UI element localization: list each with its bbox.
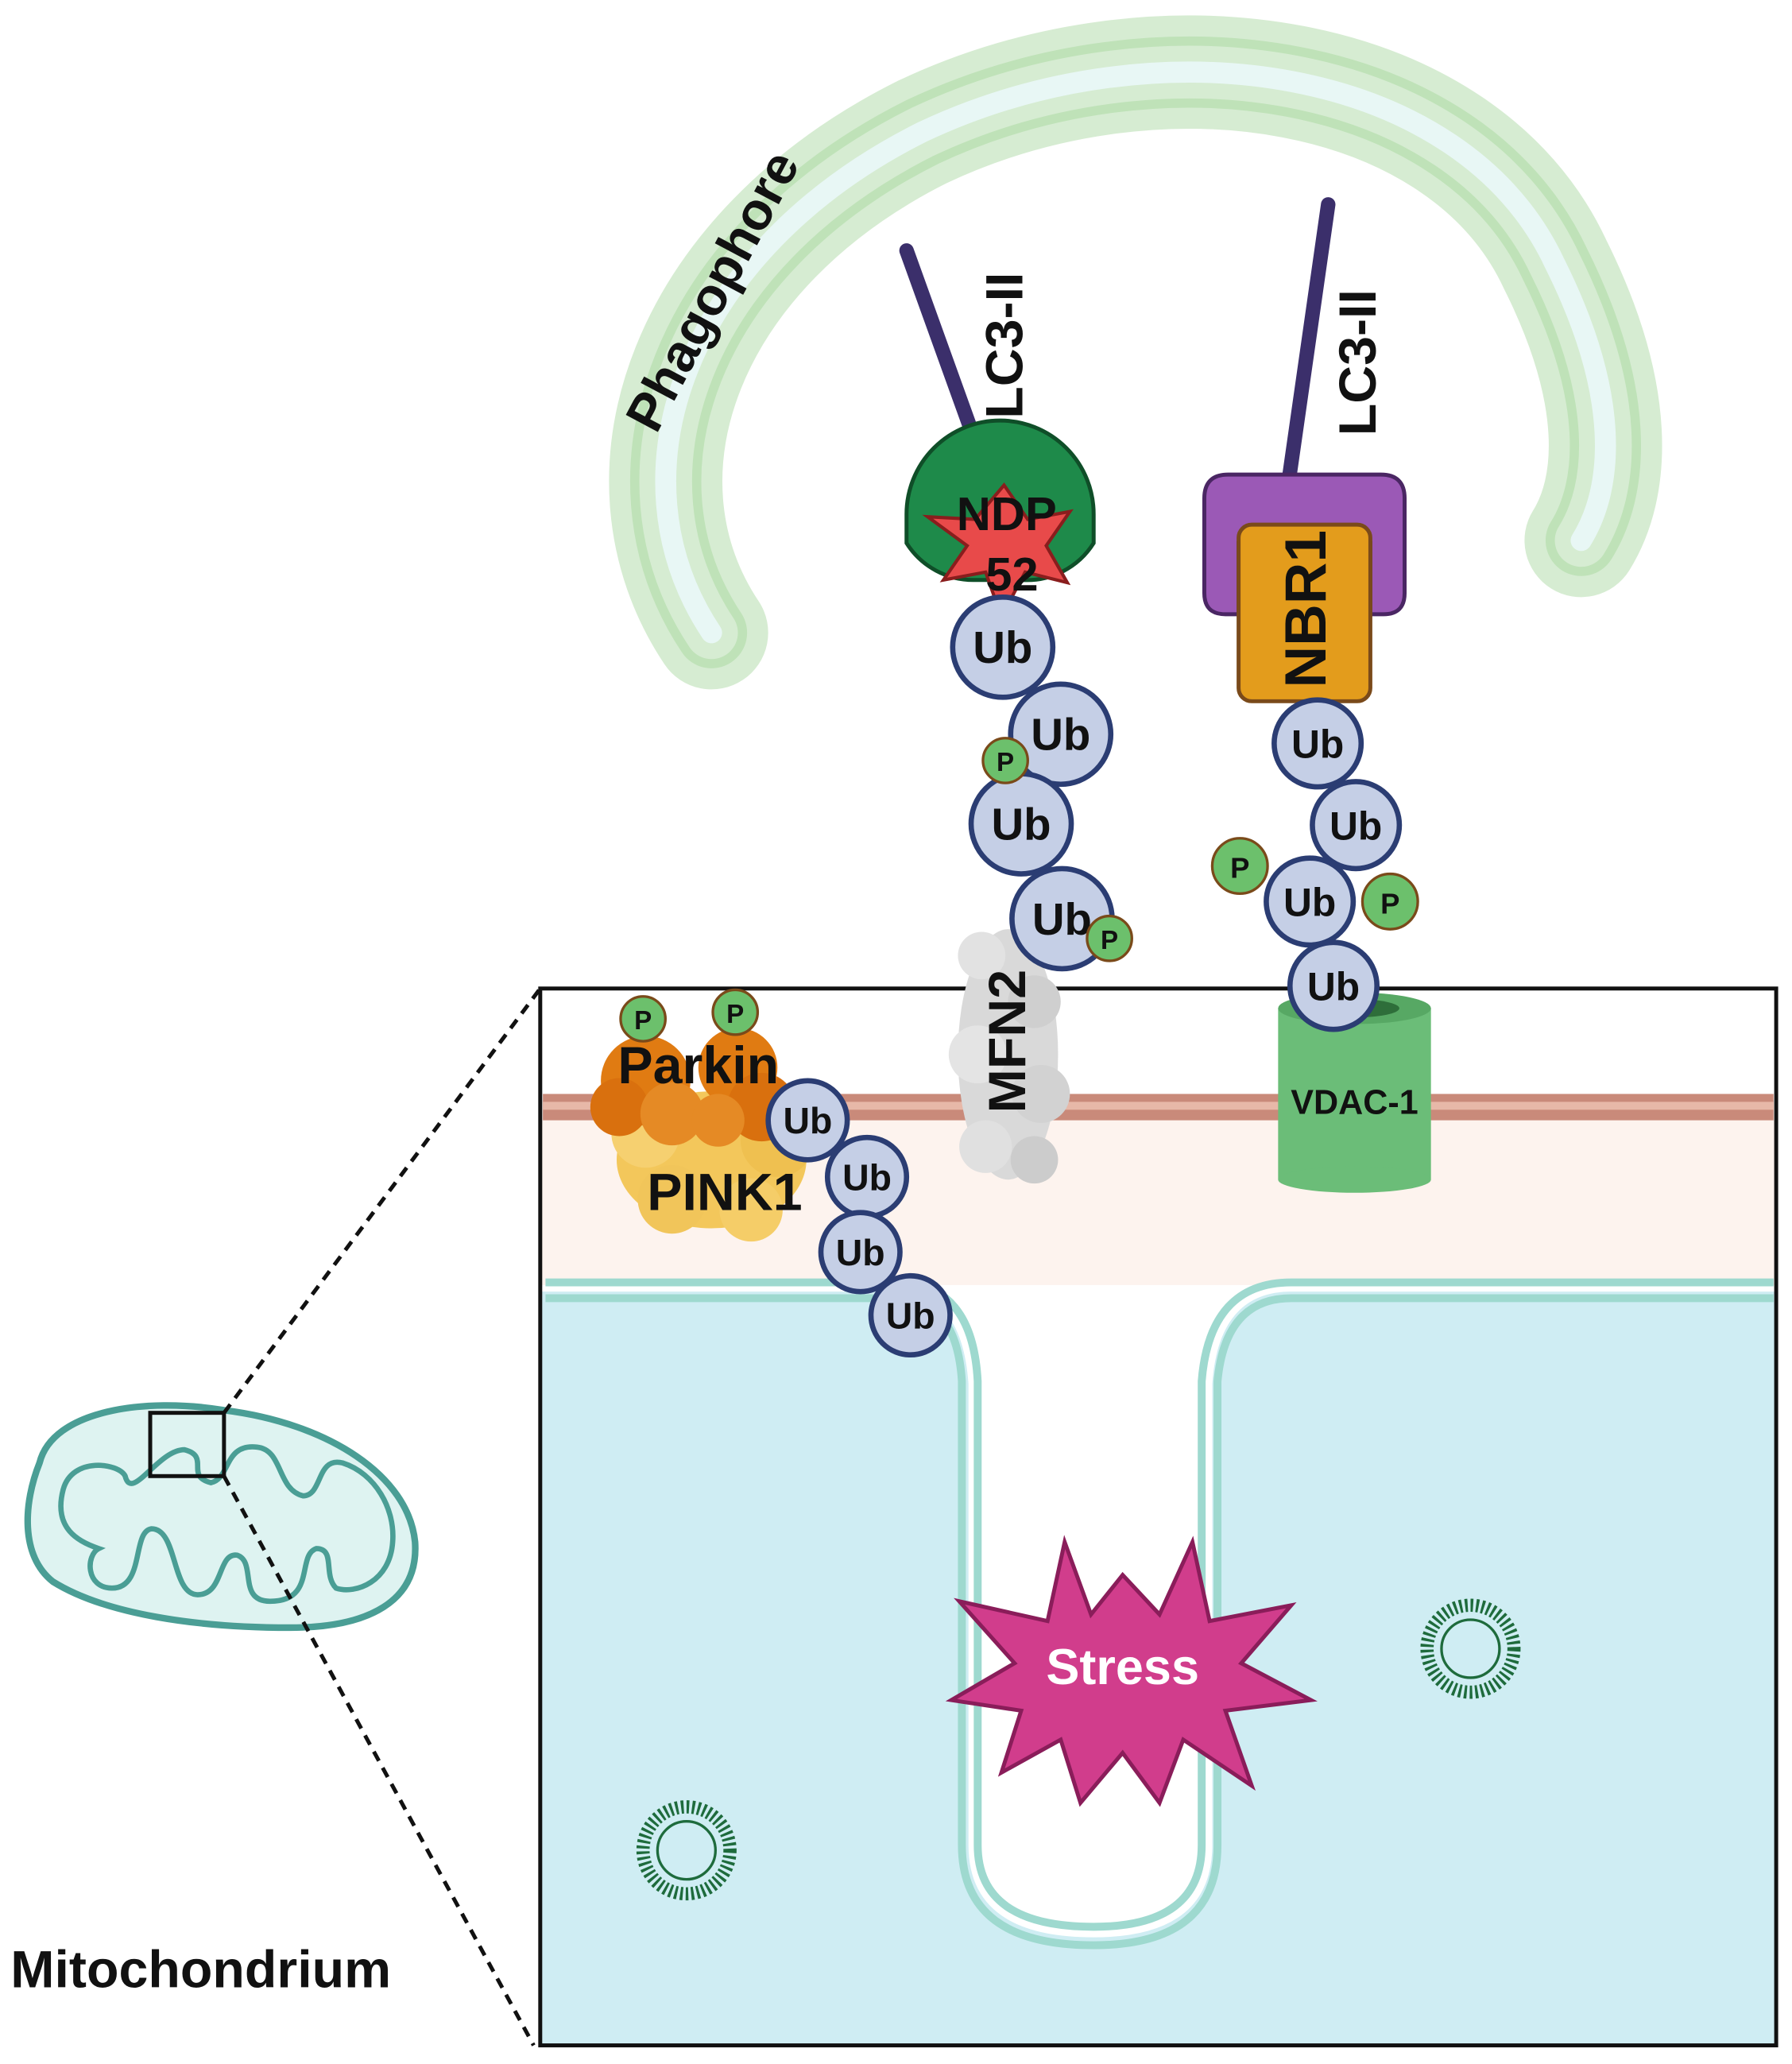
svg-text:Ub: Ub (1283, 881, 1336, 925)
lc3-left-anchor (899, 243, 985, 456)
ub-parkin-2: Ub (824, 1134, 910, 1219)
ub-parkin-3: Ub (818, 1210, 903, 1295)
ndp52-phospho-1: P (981, 737, 1029, 784)
ub-parkin-4: Ub (868, 1272, 953, 1358)
parkin-protein (590, 1028, 796, 1147)
ub-ndp52-2: Ub (1008, 681, 1114, 788)
pink1-label: PINK1 (647, 1163, 802, 1222)
vesicle-left (636, 1800, 737, 1901)
svg-text:Ub: Ub (886, 1295, 935, 1337)
svg-text:P: P (997, 748, 1014, 777)
zoom-region-marker (148, 1411, 226, 1478)
lc3-left-label: LC3-II (976, 273, 1035, 419)
stress-burst (945, 1535, 1318, 1807)
nbr1-phospho-2: P (1360, 872, 1419, 931)
stress-label: Stress (1046, 1640, 1199, 1695)
svg-text:Ub: Ub (836, 1232, 885, 1273)
svg-text:P: P (634, 1006, 652, 1036)
svg-text:P: P (1101, 926, 1118, 955)
ub-parkin-1: Ub (765, 1078, 850, 1163)
svg-text:P: P (726, 1000, 744, 1029)
inner-membrane (545, 1278, 1774, 1931)
ub-nbr1-1: Ub (1271, 697, 1364, 790)
ndp52-label-line2: 52 (985, 548, 1038, 601)
zoom-line-top (222, 987, 542, 1415)
mitochondrion-thumbnail (24, 1402, 419, 1632)
svg-text:P: P (1380, 887, 1399, 920)
svg-text:P: P (1230, 852, 1249, 885)
nbr1-label: NBR1 (1274, 530, 1338, 688)
parkin-label: Parkin (617, 1036, 779, 1095)
ub-ndp52-1: Ub (950, 594, 1056, 700)
parkin-ub-chain: Ub Ub Ub Ub (765, 1078, 953, 1358)
svg-text:Ub: Ub (842, 1156, 892, 1198)
vesicle-right (1420, 1598, 1521, 1699)
lc3-right-anchor (1281, 197, 1336, 489)
matrix (540, 1291, 1777, 2046)
parkin-phospho-1: P (619, 995, 667, 1043)
nbr1-ub-chain: Ub Ub Ub Ub P P (1210, 697, 1419, 1032)
zoom-line-bottom (222, 1475, 536, 2047)
nbr1-cap (1202, 472, 1407, 617)
ub-nbr1-3: Ub (1264, 855, 1357, 948)
svg-text:Ub: Ub (1031, 710, 1090, 760)
svg-text:Ub: Ub (1307, 965, 1360, 1009)
mitochondrium-label: Mitochondrium (10, 1941, 391, 2000)
nbr1-phospho-1: P (1210, 837, 1269, 896)
ub-nbr1-4: Ub (1287, 939, 1380, 1032)
svg-text:Ub: Ub (1291, 722, 1344, 767)
svg-text:Ub: Ub (1032, 894, 1092, 944)
svg-text:Ub: Ub (1329, 804, 1382, 848)
svg-text:Ub: Ub (973, 622, 1032, 672)
lc3-right-label: LC3-II (1329, 289, 1388, 436)
ub-ndp52-3: Ub (968, 771, 1074, 877)
ndp52-ub-chain: Ub Ub Ub Ub P P (950, 594, 1133, 972)
phagophore (609, 15, 1662, 690)
ndp52-phospho-2: P (1086, 914, 1133, 962)
mfn2-protein (948, 929, 1070, 1184)
svg-text:Ub: Ub (783, 1100, 832, 1141)
parkin-phospho-2: P (711, 988, 760, 1036)
ndp52-label-line1: NDP (957, 487, 1057, 540)
ub-nbr1-2: Ub (1310, 779, 1403, 872)
svg-text:Ub: Ub (991, 799, 1051, 849)
vdac1-label: VDAC-1 (1291, 1083, 1418, 1121)
mfn2-label: MFN2 (978, 970, 1037, 1113)
